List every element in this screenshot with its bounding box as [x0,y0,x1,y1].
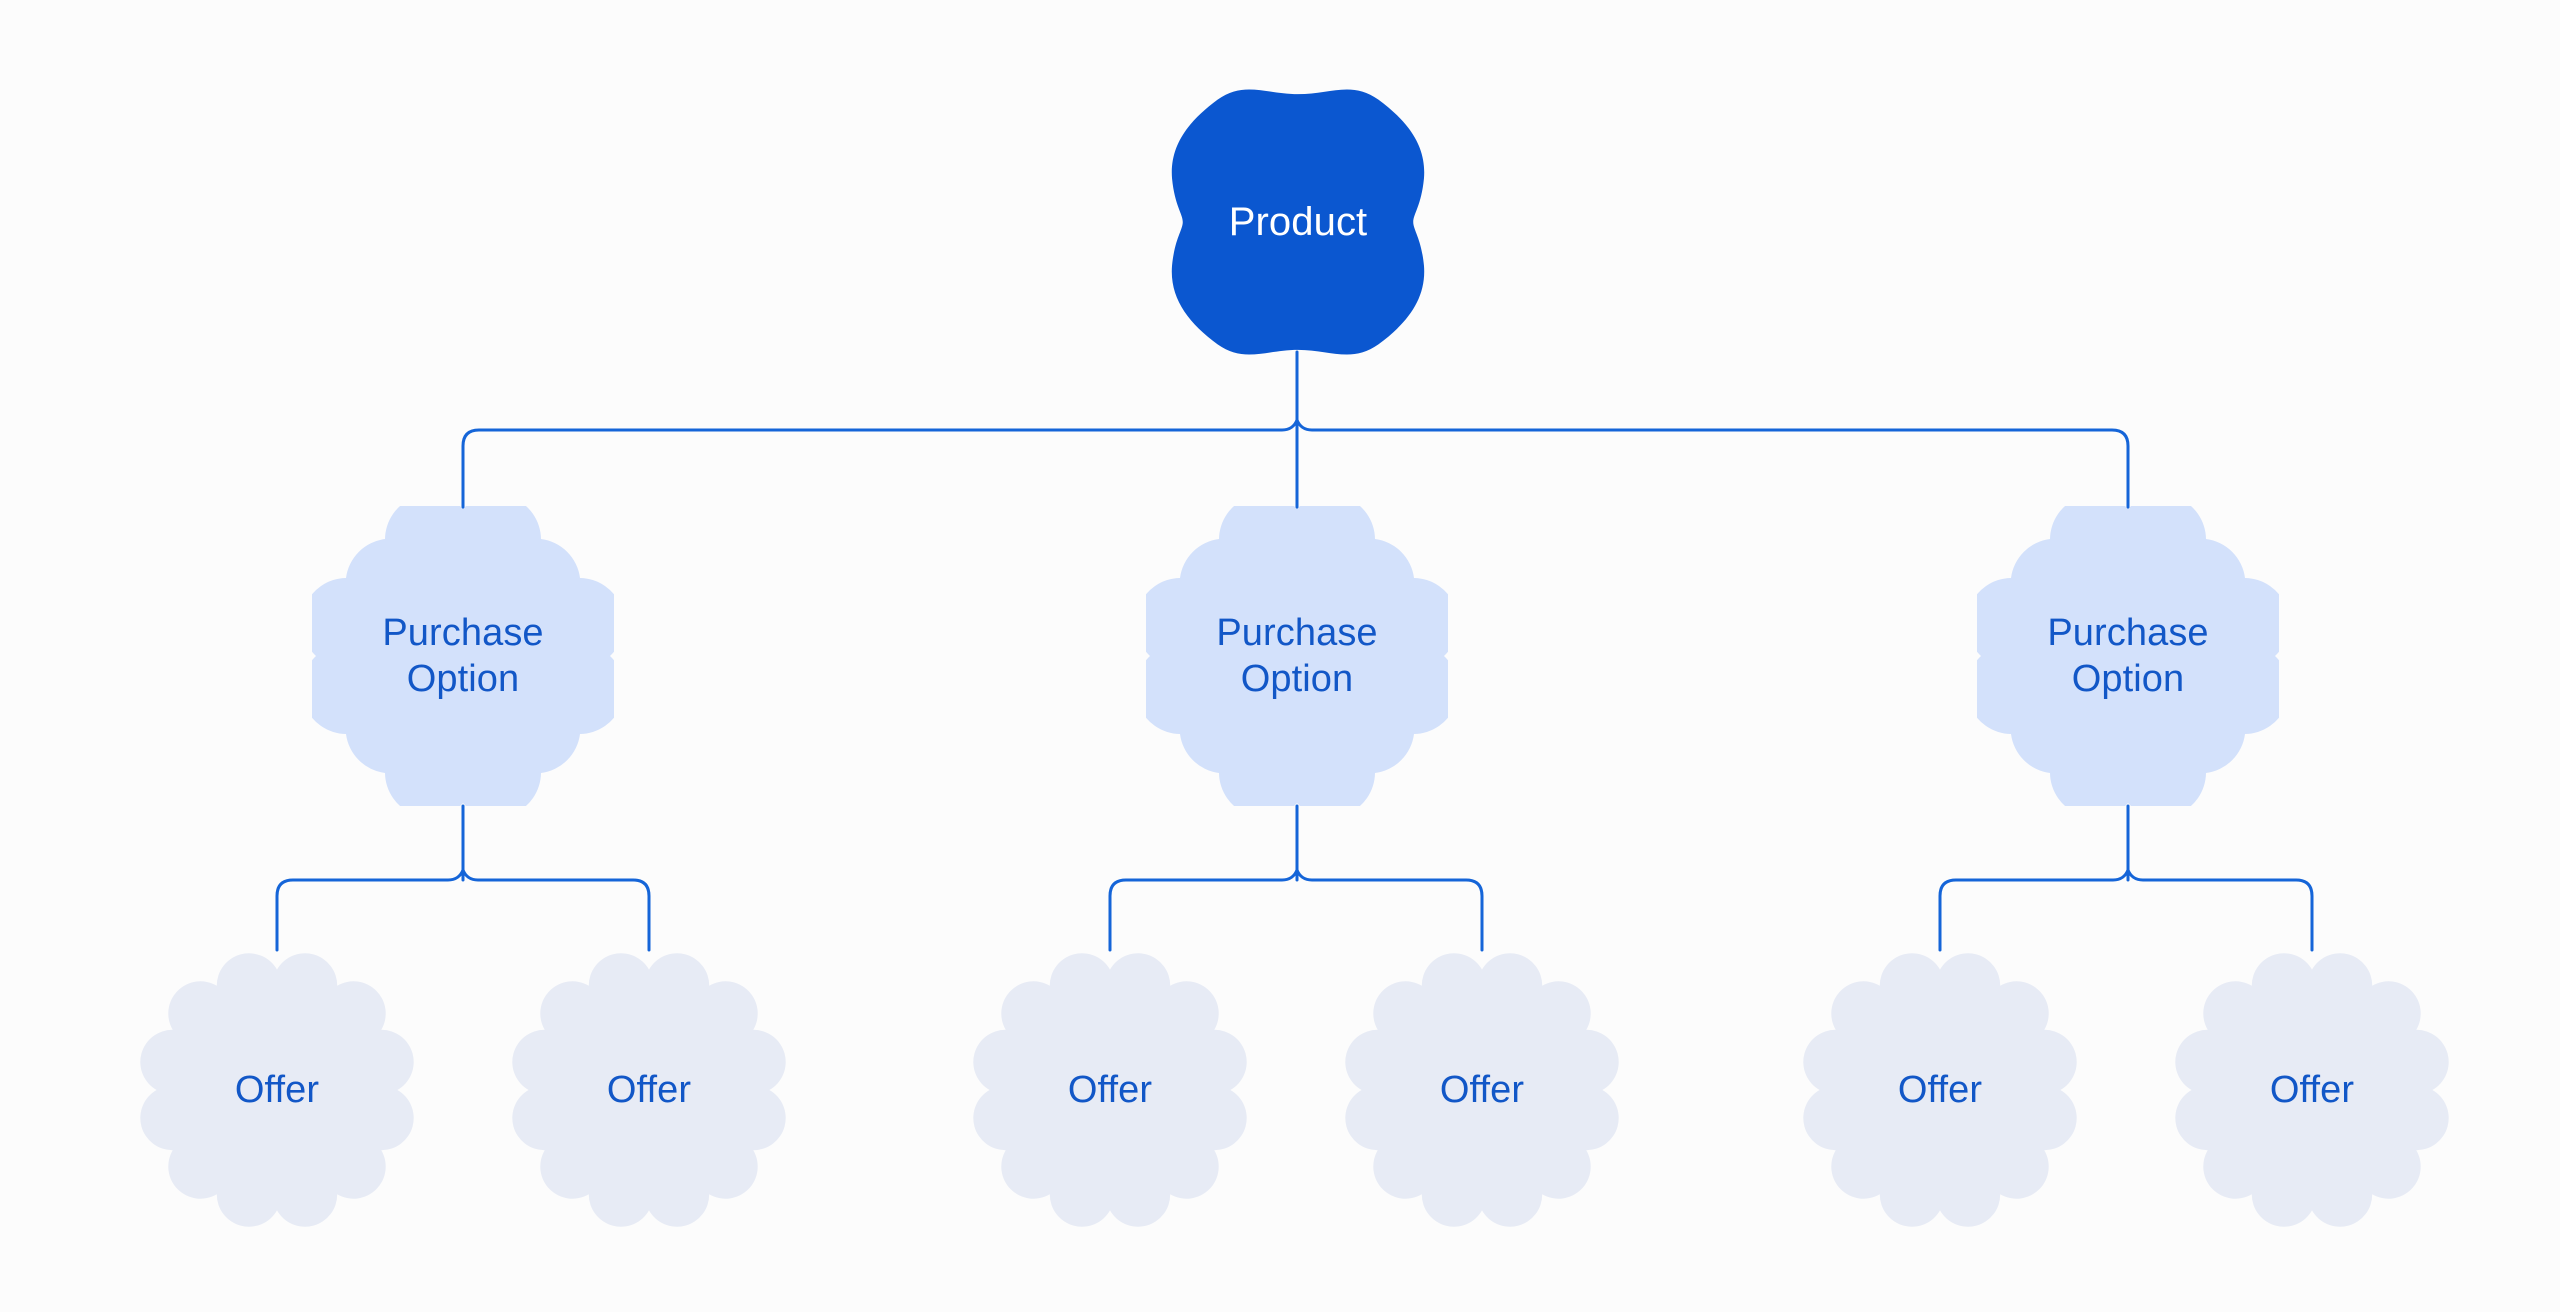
node-purchase-option-label: Purchase Option [2047,611,2209,700]
node-purchase-option-2[interactable]: Purchase Option [1146,506,1448,806]
node-offer-1[interactable]: Offer [137,950,417,1230]
edge-po1-to-offer2 [461,868,651,952]
node-purchase-option-label: Purchase Option [1216,611,1378,700]
node-offer-2[interactable]: Offer [509,950,789,1230]
node-offer-label: Offer [1439,1068,1525,1111]
node-product[interactable]: Product [1164,86,1432,358]
edge-po1-to-offer1 [275,868,465,952]
node-offer-label: Offer [1067,1068,1153,1111]
node-product-label: Product [1228,199,1368,244]
offer-badge-shape [140,953,414,1227]
edge-po3-to-offer5 [1938,868,2130,952]
node-offer-label: Offer [606,1068,692,1111]
node-purchase-option-1[interactable]: Purchase Option [312,506,614,806]
node-offer-5[interactable]: Offer [1800,950,2080,1230]
offer-badge-shape [1345,953,1619,1227]
offer-badge-shape [1803,953,2077,1227]
purchase-option-flower-shape [312,506,614,806]
purchase-option-flower-shape [1977,506,2279,806]
purchase-option-flower-shape [1146,506,1448,806]
node-offer-6[interactable]: Offer [2172,950,2452,1230]
node-purchase-option-label: Purchase Option [382,611,544,700]
node-purchase-option-3[interactable]: Purchase Option [1977,506,2279,806]
node-offer-3[interactable]: Offer [970,950,1250,1230]
edge-po3-to-offer6 [2126,868,2314,952]
edge-po2-to-offer3 [1108,868,1299,952]
offer-badge-shape [973,953,1247,1227]
product-blob-shape [1171,89,1425,355]
node-offer-label: Offer [1897,1068,1983,1111]
edge-po2-to-offer4 [1295,868,1484,952]
offer-badge-shape [512,953,786,1227]
node-offer-label: Offer [2269,1068,2355,1111]
offer-badge-shape [2175,953,2449,1227]
node-offer-4[interactable]: Offer [1342,950,1622,1230]
node-offer-label: Offer [234,1068,320,1111]
